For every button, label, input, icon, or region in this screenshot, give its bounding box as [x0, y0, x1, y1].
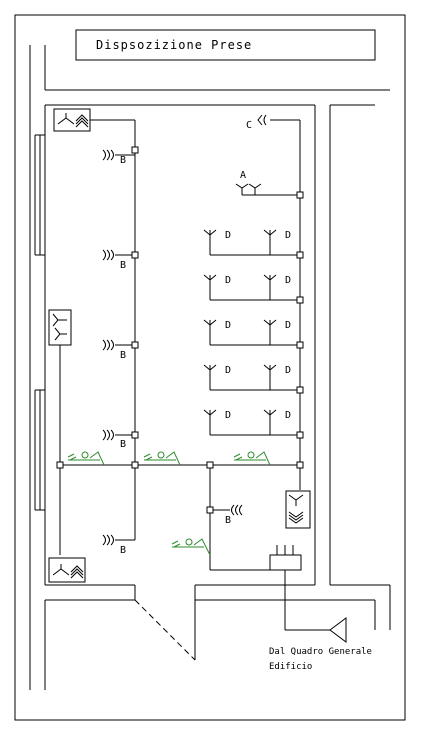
junction-boxes	[56, 146, 304, 514]
label-b-4: B	[120, 439, 126, 450]
outlet-box-bottom-left	[48, 557, 86, 583]
label-d-1-right: D	[285, 230, 291, 241]
d-row-1	[203, 229, 300, 256]
label-d-4-right: D	[285, 365, 291, 376]
outlet-box-right	[285, 490, 311, 529]
socket-b-1	[102, 149, 114, 161]
label-d-4-left: D	[225, 365, 231, 376]
label-b-2: B	[120, 260, 126, 271]
d-row-3	[203, 319, 300, 346]
d-row-4	[203, 364, 300, 391]
label-d-3-left: D	[225, 320, 231, 331]
label-b-5: B	[120, 545, 126, 556]
socket-b-5	[102, 534, 114, 546]
label-d-1-left: D	[225, 230, 231, 241]
note-line-1: Dal Quadro Generale	[269, 647, 372, 657]
outlet-box-top-left	[53, 108, 91, 132]
label-d-3-right: D	[285, 320, 291, 331]
label-b-6: B	[225, 515, 231, 526]
outer-border	[14, 14, 406, 721]
cable-annotations	[67, 451, 271, 556]
b-sockets	[102, 149, 243, 546]
d-row-5	[203, 409, 300, 436]
socket-c	[257, 114, 267, 126]
outlet-box-left-wall	[48, 309, 72, 346]
label-d-5-right: D	[285, 410, 291, 421]
socket-b-6	[231, 504, 243, 516]
d-socket-rows	[203, 229, 300, 436]
d-row-2	[203, 274, 300, 301]
label-a: A	[240, 170, 246, 181]
label-b-3: B	[120, 350, 126, 361]
socket-b-4	[102, 429, 114, 441]
main-feed-triangle	[329, 617, 347, 643]
distribution-panel	[269, 554, 302, 571]
socket-b-3	[102, 339, 114, 351]
walls	[29, 45, 391, 690]
title-box	[75, 29, 376, 61]
socket-labels: B B B B B B A C D D D D D D D D D D	[120, 120, 291, 556]
label-b-1: B	[120, 155, 126, 166]
a-sockets	[235, 183, 262, 196]
label-d-5-left: D	[225, 410, 231, 421]
socket-b-2	[102, 249, 114, 261]
label-d-2-left: D	[225, 275, 231, 286]
label-d-2-right: D	[285, 275, 291, 286]
label-c: C	[246, 120, 252, 131]
note-line-2: Edificio	[269, 662, 312, 672]
outlet-boxes	[48, 108, 347, 643]
diagram-title: Dispsozizione Prese	[96, 38, 252, 52]
